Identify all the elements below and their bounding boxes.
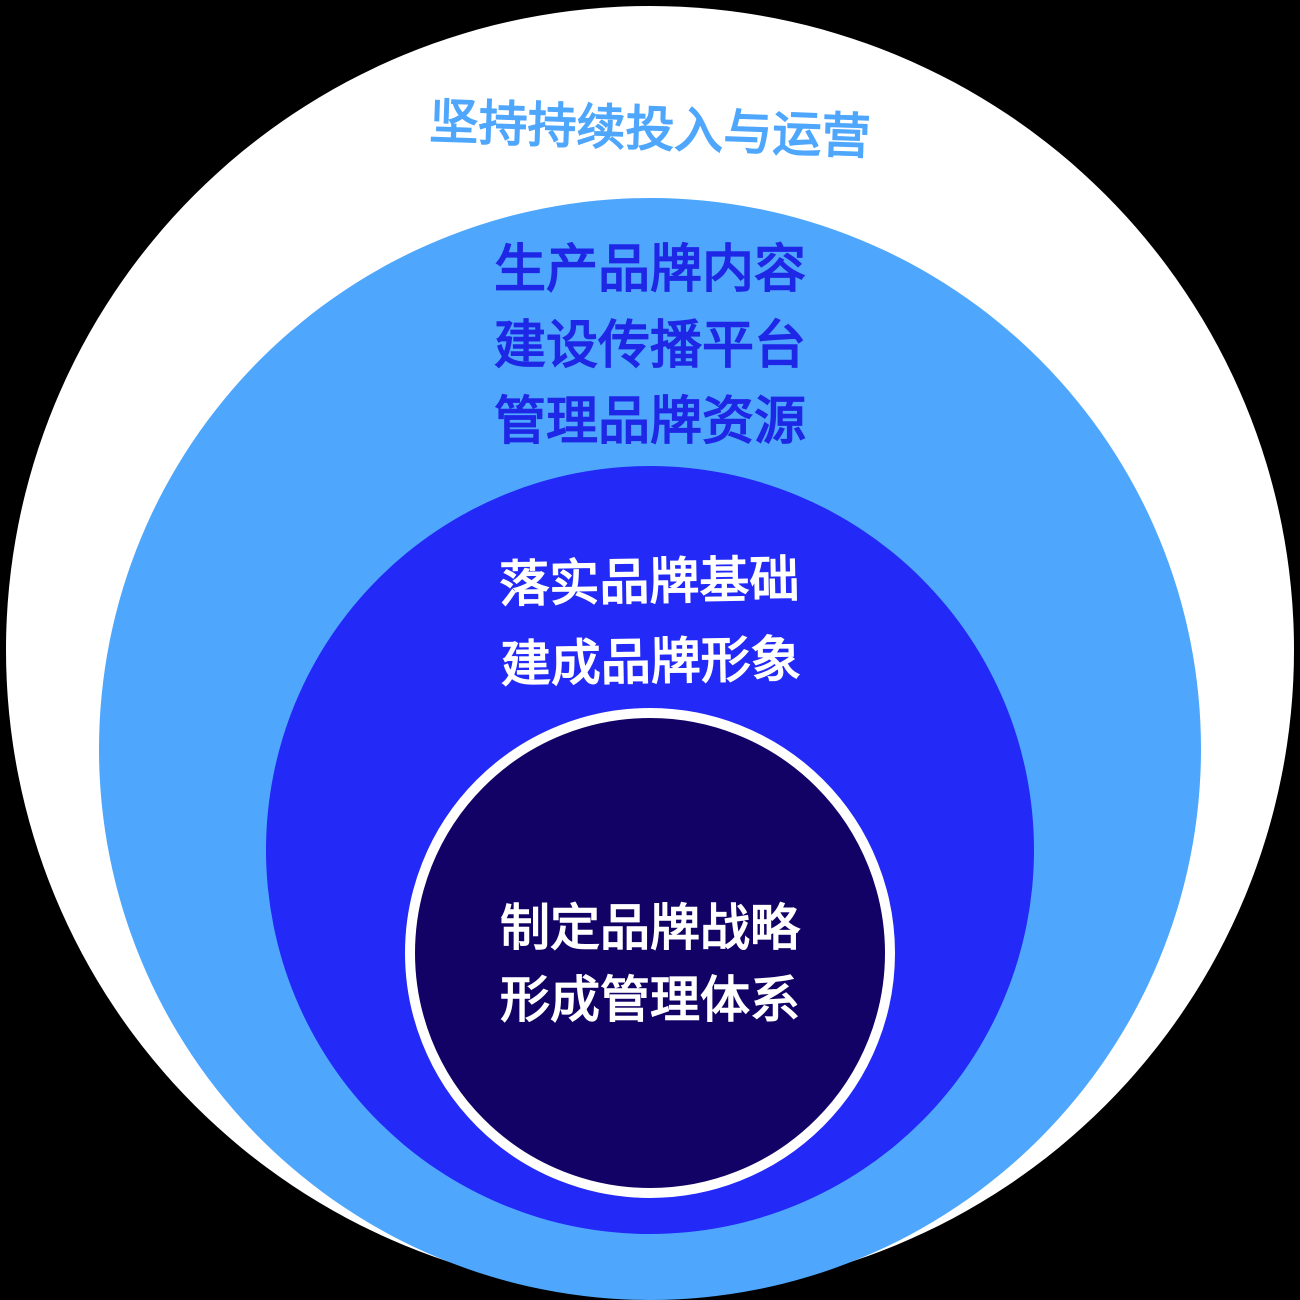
second-circle-label: 生产品牌内容 建设传播平台 管理品牌资源 bbox=[0, 232, 1300, 460]
third-circle-label: 落实品牌基础 建成品牌形象 bbox=[0, 531, 1300, 714]
second-label-line: 生产品牌内容 bbox=[493, 240, 806, 300]
core-label-line: 形成管理体系 bbox=[500, 971, 800, 1029]
core-circle bbox=[405, 708, 895, 1198]
core-label-line: 制定品牌战略 bbox=[500, 899, 800, 957]
core-circle-label: 制定品牌战略 形成管理体系 bbox=[0, 892, 1300, 1036]
second-label-line: 建设传播平台 bbox=[493, 316, 806, 376]
second-label-line: 管理品牌资源 bbox=[493, 392, 806, 452]
